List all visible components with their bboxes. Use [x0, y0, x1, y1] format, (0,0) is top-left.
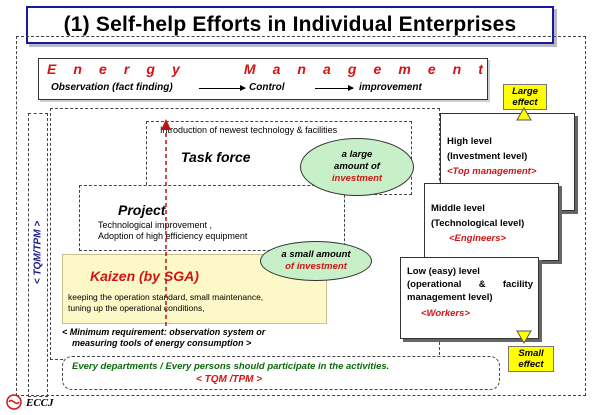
outer-frame: [16, 36, 586, 396]
task-force-intro: Introduction of newest technology & faci…: [160, 125, 338, 135]
tqm-sidebar: < TQM/TPM >: [28, 113, 48, 397]
large-investment-line: amount of: [334, 161, 380, 172]
project-description: Technological improvement , Adoption of …: [98, 220, 247, 242]
large-effect-line: effect: [512, 97, 538, 108]
tqm-sidebar-label: < TQM/TPM >: [32, 220, 44, 285]
flow-improvement: improvement: [359, 82, 422, 93]
energy-letter: a: [272, 61, 281, 77]
flow-observation: Observation (fact finding): [51, 82, 173, 93]
level-subtitle: (Investment level): [447, 151, 528, 162]
energy-letter: n: [452, 61, 462, 77]
minimum-requirement: < Minimum requirement: observation syste…: [62, 327, 265, 349]
small-effect-arrow: [516, 330, 532, 344]
level-role: <Top management>: [447, 166, 537, 177]
large-investment-line: a large: [341, 149, 373, 160]
large-investment-ellipse: a large amount of investment: [300, 138, 414, 196]
energy-letter: g: [146, 61, 155, 77]
large-investment-line: investment: [331, 173, 383, 184]
energy-letter: a: [323, 61, 331, 77]
energy-letter: n: [297, 61, 306, 77]
logo-text: ECCJ: [26, 397, 54, 409]
small-effect-label: Small effect: [508, 346, 554, 372]
energy-letter: e: [99, 61, 107, 77]
participation-box: [62, 356, 500, 390]
page-title: (1) Self-help Efforts in Individual Ente…: [26, 6, 554, 44]
energy-letter: g: [347, 61, 357, 77]
small-effect-line: effect: [518, 359, 544, 370]
project-line: Adoption of high efficiency equipment: [98, 231, 248, 241]
small-investment-line: a small amount: [281, 249, 351, 260]
flow-arrow: [199, 85, 246, 91]
project-title: Project: [118, 202, 166, 218]
project-box: [79, 185, 345, 251]
level-role: <Workers>: [421, 308, 470, 319]
energy-letter: t: [478, 61, 483, 77]
large-effect-arrow: [516, 107, 532, 121]
flow-arrow: [315, 85, 354, 91]
large-effect-line: Large: [512, 86, 538, 97]
kaizen-title: Kaizen (by SGA): [90, 268, 199, 284]
energy-letter: e: [373, 61, 382, 77]
energy-letter: y: [171, 61, 180, 77]
energy-letter: e: [427, 61, 436, 77]
level-title: High level: [447, 136, 492, 147]
flow-control: Control: [249, 82, 285, 93]
kaizen-line: tuning up the operational conditions,: [68, 303, 205, 313]
minimum-requirement-line: < Minimum requirement: observation syste…: [62, 327, 266, 337]
small-investment-line: of investment: [285, 261, 347, 272]
energy-letter: r: [123, 61, 130, 77]
low-level-card: Low (easy) level (operational & facility…: [400, 257, 539, 339]
small-investment-ellipse: a small amount of investment: [260, 241, 372, 281]
large-effect-label: Large effect: [503, 84, 547, 110]
level-subtitle: (Technological level): [431, 218, 525, 229]
eccj-logo-icon: [6, 394, 22, 410]
small-effect-line: Small: [518, 348, 544, 359]
energy-letter: E: [47, 61, 57, 77]
minimum-requirement-line: measuring tools of energy consumption >: [72, 338, 252, 348]
level-subtitle: (operational & facility management level…: [407, 279, 533, 303]
level-title: Middle level: [431, 203, 485, 214]
level-title: Low (easy) level: [407, 266, 480, 277]
energy-letter: n: [73, 61, 82, 77]
project-line: Technological improvement ,: [98, 220, 213, 230]
energy-management-box: E n e r g y M a n a g e m e n t Observat…: [38, 58, 488, 100]
task-force-title: Task force: [181, 149, 251, 165]
participation-note: Every departments / Every persons should…: [72, 361, 390, 372]
improvement-arrow: [161, 119, 171, 326]
middle-level-card: Middle level (Technological level) <Engi…: [424, 183, 559, 261]
level-role: <Engineers>: [449, 233, 507, 244]
footer-tqm-label: < TQM /TPM >: [196, 374, 263, 385]
energy-management-title: E n e r g y M a n a g e m e n t: [47, 61, 483, 77]
energy-letter: M: [243, 61, 256, 77]
energy-letter: m: [398, 61, 411, 77]
